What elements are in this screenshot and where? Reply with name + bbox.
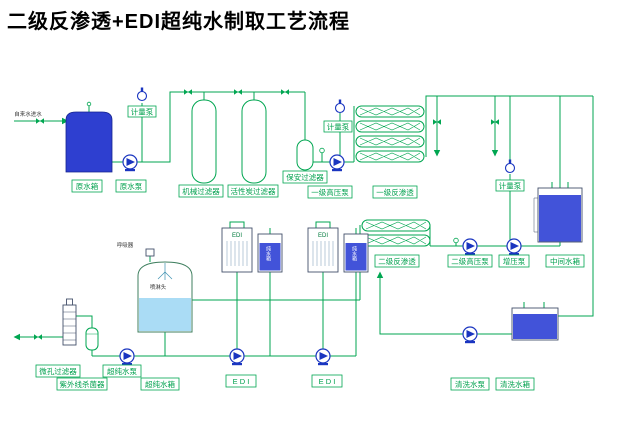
uv-sterilizer bbox=[62, 298, 77, 346]
flow-arrow-icon bbox=[491, 150, 499, 157]
stage1-ro-membranes bbox=[355, 105, 425, 163]
label-uv-sterilizer: 紫外线杀菌器 bbox=[56, 377, 108, 391]
svg-text:超纯水箱: 超纯水箱 bbox=[145, 379, 175, 389]
spray-head-icon bbox=[157, 263, 173, 280]
edi-feed-pump-1-symbol bbox=[229, 348, 245, 366]
svg-text:二级反渗透: 二级反渗透 bbox=[378, 256, 416, 266]
label-metering-pump-mid: 计量泵 bbox=[323, 120, 353, 133]
svg-text:机械过滤器: 机械过滤器 bbox=[182, 186, 220, 196]
svg-text:保安过滤器: 保安过滤器 bbox=[286, 172, 324, 182]
svg-text:计量泵: 计量泵 bbox=[131, 107, 154, 117]
pressure-gauge-icon bbox=[319, 147, 325, 154]
label-mechanical-filter: 机械过滤器 bbox=[178, 184, 224, 198]
svg-text:紫外线杀菌器: 紫外线杀菌器 bbox=[60, 379, 105, 389]
mechanical-filter-vessel bbox=[191, 99, 217, 184]
stage2-ro-membranes bbox=[361, 219, 431, 247]
cleaning-pump-symbol bbox=[462, 326, 478, 344]
valve-icon bbox=[184, 89, 192, 95]
label-edi-1: E D I bbox=[225, 374, 257, 388]
edi-feed-pump-2-symbol bbox=[315, 348, 331, 366]
svg-text:E D I: E D I bbox=[319, 377, 336, 386]
flow-arrow-icon bbox=[62, 117, 69, 125]
svg-text:中间水箱: 中间水箱 bbox=[550, 256, 580, 266]
valve-icon bbox=[36, 118, 44, 124]
valve-icon bbox=[281, 89, 289, 95]
edi-module-1: EDI bbox=[221, 227, 253, 273]
intermediate-water-tank bbox=[533, 187, 583, 243]
svg-text:清洗水泵: 清洗水泵 bbox=[455, 379, 485, 389]
label-stage1-hp-pump: 一级高压泵 bbox=[307, 185, 353, 199]
label-metering-pump-right: 计量泵 bbox=[495, 179, 525, 192]
stage2-hp-pump-symbol bbox=[462, 238, 478, 256]
label-stage2-ro: 二级反渗透 bbox=[374, 254, 420, 268]
metering-pump-right-symbol bbox=[504, 158, 516, 174]
label-ultrapure-tank: 超纯水箱 bbox=[140, 377, 180, 391]
label-raw-water-tank: 原水箱 bbox=[71, 179, 103, 193]
svg-text:原水箱: 原水箱 bbox=[76, 181, 99, 191]
svg-text:E D I: E D I bbox=[233, 377, 250, 386]
breather-label: 呼吸器 bbox=[117, 242, 134, 249]
label-stage2-hp-pump: 二级高压泵 bbox=[447, 254, 493, 268]
svg-text:原水泵: 原水泵 bbox=[120, 181, 143, 191]
svg-text:计量泵: 计量泵 bbox=[499, 181, 522, 191]
spray-head-label: 喷淋头 bbox=[150, 283, 167, 291]
svg-text:一级反渗透: 一级反渗透 bbox=[376, 187, 414, 197]
raw-water-tank bbox=[65, 101, 113, 173]
edi-product-tank-2-label: 纯水箱 bbox=[351, 245, 357, 262]
label-cleaning-tank: 清洗水箱 bbox=[495, 377, 535, 391]
edi-module-2-text: EDI bbox=[318, 233, 328, 239]
label-micro-filter: 微孔过滤器 bbox=[35, 364, 81, 378]
svg-text:计量泵: 计量泵 bbox=[327, 122, 350, 132]
raw-water-pump-symbol bbox=[122, 154, 138, 172]
flow-arrow-icon bbox=[13, 333, 20, 341]
flow-arrow-icon bbox=[376, 271, 384, 278]
micro-filter bbox=[85, 327, 99, 351]
svg-text:活性炭过滤器: 活性炭过滤器 bbox=[231, 186, 276, 196]
svg-text:微孔过滤器: 微孔过滤器 bbox=[39, 366, 77, 376]
valve-icon bbox=[234, 89, 242, 95]
flow-arrow-icon bbox=[433, 150, 441, 157]
svg-text:增压泵: 增压泵 bbox=[503, 256, 526, 266]
svg-text:超纯水泵: 超纯水泵 bbox=[107, 366, 137, 376]
ultrapure-water-tank: 喷淋头 呼吸器 bbox=[117, 242, 193, 333]
breather-icon bbox=[145, 248, 155, 257]
label-metering-pump-left: 计量泵 bbox=[127, 105, 157, 118]
edi-product-tank-2: 纯水箱 bbox=[343, 233, 369, 273]
tap-water-inlet-label: 自来水进水 bbox=[14, 110, 42, 118]
label-raw-water-pump: 原水泵 bbox=[115, 179, 147, 193]
booster-pump-symbol bbox=[506, 238, 522, 256]
label-carbon-filter: 活性炭过滤器 bbox=[227, 184, 279, 198]
stage1-hp-pump-symbol bbox=[329, 154, 345, 172]
edi-module-1-text: EDI bbox=[232, 233, 242, 239]
edi-module-2: EDI bbox=[307, 227, 339, 273]
label-intermediate-tank: 中间水箱 bbox=[545, 254, 585, 268]
label-ultrapure-pump: 超纯水泵 bbox=[102, 364, 142, 378]
metering-pump-mid-symbol bbox=[334, 98, 346, 114]
svg-text:二级高压泵: 二级高压泵 bbox=[451, 256, 489, 266]
diagram-title: 二级反渗透+EDI超纯水制取工艺流程 bbox=[7, 11, 351, 33]
security-filter-vessel bbox=[296, 139, 314, 171]
label-edi-2: E D I bbox=[311, 374, 343, 388]
ultrapure-pump-symbol bbox=[119, 348, 135, 366]
svg-text:清洗水箱: 清洗水箱 bbox=[500, 379, 530, 389]
label-cleaning-pump: 清洗水泵 bbox=[450, 377, 490, 391]
label-security-filter: 保安过滤器 bbox=[282, 170, 328, 184]
label-stage1-ro: 一级反渗透 bbox=[372, 185, 418, 199]
pressure-gauge-icon bbox=[453, 237, 459, 244]
label-booster-pump: 增压泵 bbox=[498, 254, 530, 268]
svg-text:一级高压泵: 一级高压泵 bbox=[311, 187, 349, 197]
edi-product-tank-1: 纯水箱 bbox=[257, 233, 283, 273]
cleaning-water-tank bbox=[511, 307, 559, 341]
edi-product-tank-1-label: 纯水箱 bbox=[265, 245, 271, 262]
carbon-filter-vessel bbox=[241, 99, 267, 184]
valve-icon bbox=[34, 334, 42, 340]
metering-pump-left-symbol bbox=[136, 86, 148, 102]
